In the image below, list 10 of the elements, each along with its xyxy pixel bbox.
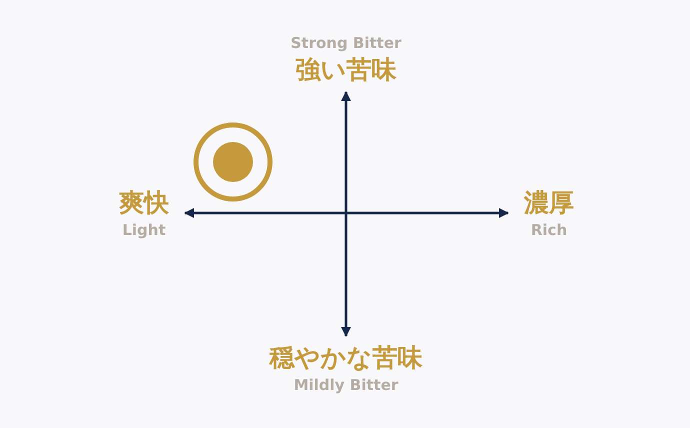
axis-label: 強い苦味 [296, 54, 396, 86]
axis-label: 爽快 [119, 187, 169, 219]
axis-label: Rich [530, 220, 568, 241]
axis-label: Light [122, 220, 166, 241]
axis-label: 濃厚 [524, 187, 574, 219]
axis-arrow [341, 91, 351, 337]
axis-arrow [184, 208, 509, 218]
axis-label: Mildly Bitter [294, 375, 398, 396]
axis-label: Strong Bitter [290, 33, 402, 54]
axis-label: 穏やかな苦味 [270, 342, 422, 374]
